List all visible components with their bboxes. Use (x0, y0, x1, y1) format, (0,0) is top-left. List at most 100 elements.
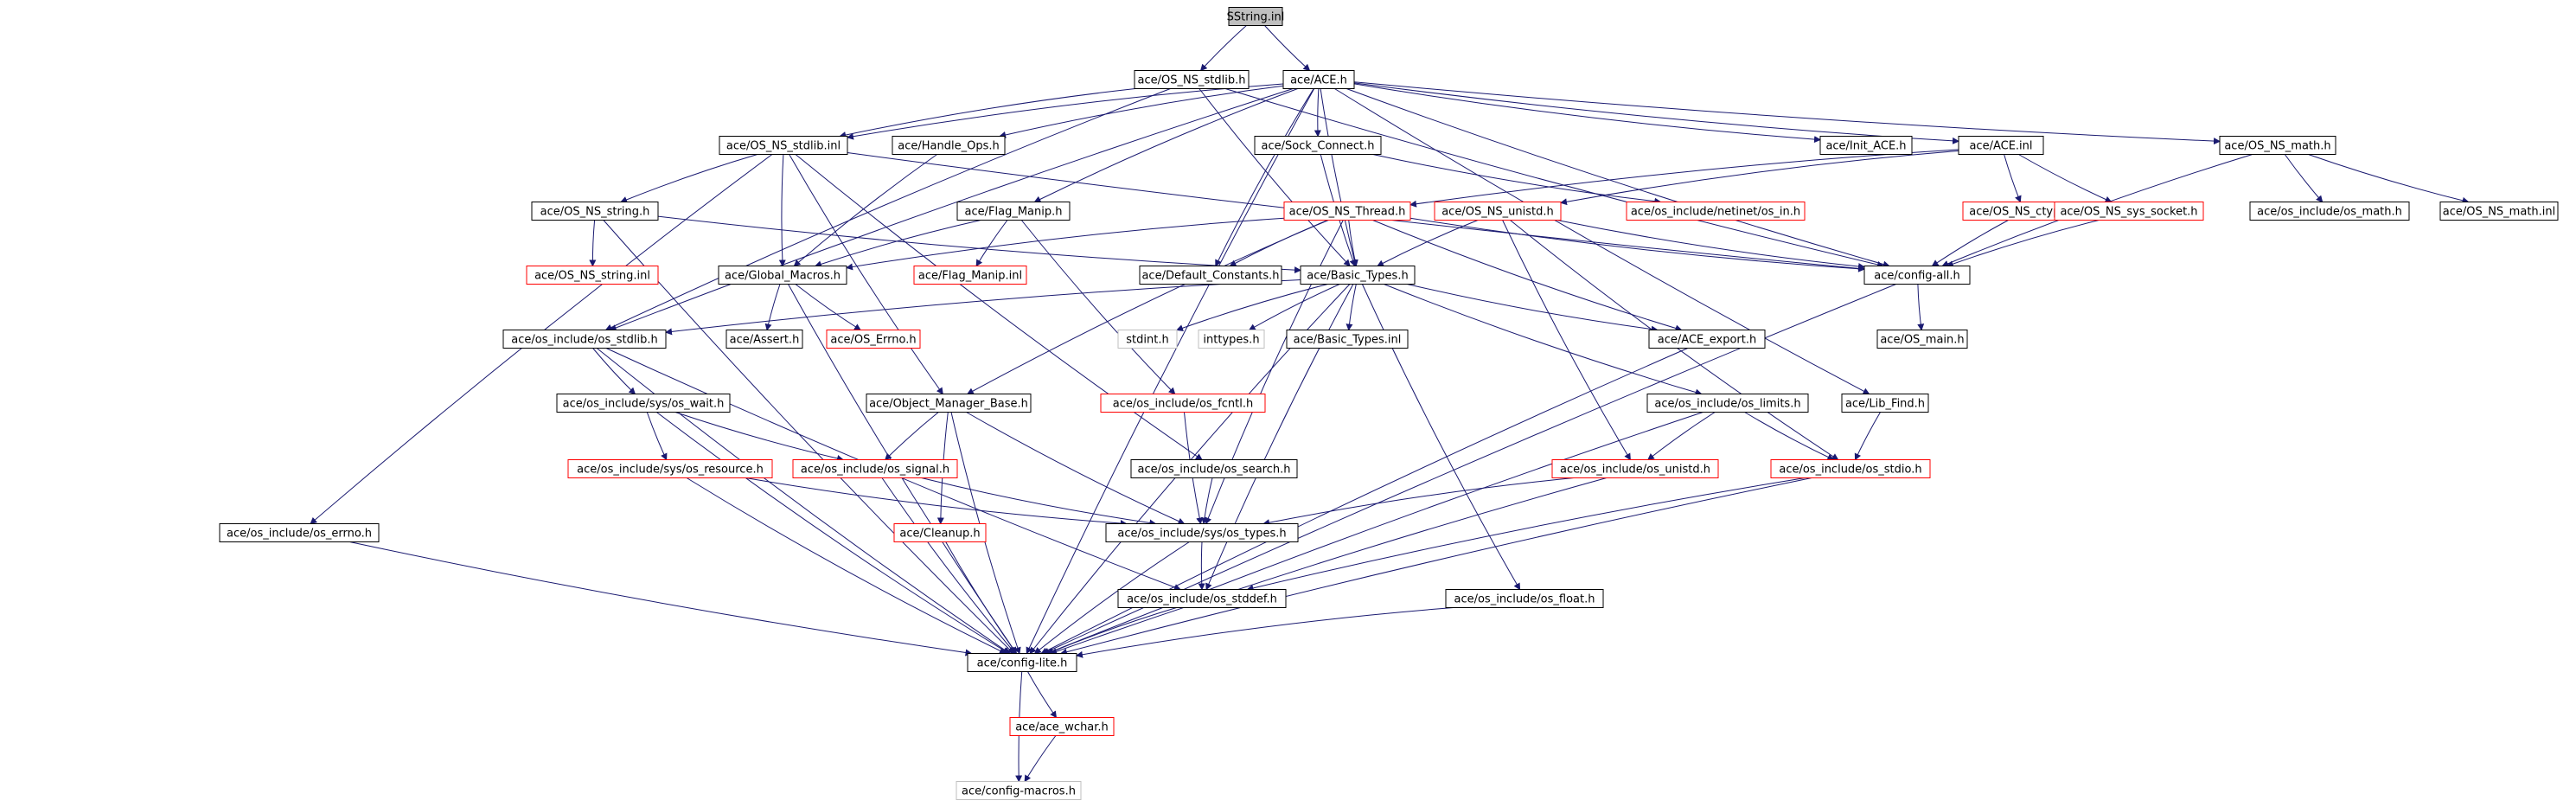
edge-ace_inl-to-os_ns_unistd_h (1560, 150, 1959, 206)
node-label: ace/os_include/os_signal.h (801, 464, 949, 477)
node-label: ace/OS_NS_math.inl (2443, 206, 2556, 219)
node-os_include_os_float_h[interactable]: ace/os_include/os_float.h (1445, 589, 1604, 608)
node-cleanup_h[interactable]: ace/Cleanup.h (893, 523, 987, 542)
node-os_include_os_fcntl_h[interactable]: ace/os_include/os_fcntl.h (1100, 394, 1266, 413)
node-box (1105, 523, 1299, 542)
edge-sstring_inl-to-os_ns_stdlib_h (1199, 25, 1247, 72)
node-os_include_os_limits_h[interactable]: ace/os_include/os_limits.h (1646, 394, 1809, 413)
node-lib_find_h[interactable]: ace/Lib_Find.h (1841, 394, 1929, 413)
node-ace_wchar_h[interactable]: ace/ace_wchar.h (1009, 717, 1115, 736)
node-box (792, 459, 958, 478)
edge-os_ns_stdlib_h-to-os_ns_stdlib_inl (839, 88, 1135, 138)
node-label: ace/ACE.h (1290, 74, 1347, 87)
node-os_ns_string_h[interactable]: ace/OS_NS_string.h (531, 202, 659, 221)
node-label: ace/os_include/netinet/os_in.h (1631, 206, 1800, 219)
node-basic_types_inl[interactable]: ace/Basic_Types.inl (1286, 330, 1409, 349)
edge-os_ns_stdlib_inl-to-global_macros_h (778, 154, 786, 267)
node-inttypes_h[interactable]: inttypes.h (1198, 330, 1265, 349)
edge-ace_h-to-ace_inl (1353, 82, 1959, 144)
edge-os_include_os_unistd_h-to-sys_os_types_h (1262, 477, 1574, 527)
node-os_ns_sys_socket_h[interactable]: ace/OS_NS_sys_socket.h (2054, 202, 2204, 221)
node-object_manager_base_h[interactable]: ace/Object_Manager_Base.h (866, 394, 1032, 413)
node-label: ace/os_include/sys/os_wait.h (563, 398, 725, 411)
node-label: ace/Object_Manager_Base.h (869, 398, 1028, 411)
node-box (719, 136, 848, 155)
nodes-layer: SString.inl ace/OS_NS_stdlib.h ace/ACE.h ac… (219, 7, 2559, 800)
node-os_include_os_errno_h[interactable]: ace/os_include/os_errno.h (219, 523, 380, 542)
edge-lib_find_h-to-os_include_os_stdio_h (1854, 412, 1881, 461)
node-flag_manip_inl[interactable]: ace/Flag_Manip.inl (913, 266, 1027, 285)
edge-os_ns_thread_h-to-object_manager_base_h (966, 220, 1329, 394)
node-box (1009, 717, 1115, 736)
edge-ace_h-to-sock_connect_h (1314, 88, 1321, 138)
node-os_errno_h_ace[interactable]: ace/OS_Errno.h (826, 330, 921, 349)
node-box (1286, 330, 1409, 349)
node-os_main_h[interactable]: ace/OS_main.h (1876, 330, 1968, 349)
node-config_all_h[interactable]: ace/config-all.h (1863, 266, 1971, 285)
node-label: ace/OS_NS_Thread.h (1289, 206, 1406, 219)
node-global_macros_h[interactable]: ace/Global_Macros.h (718, 266, 847, 285)
node-flag_manip_h[interactable]: ace/Flag_Manip.h (956, 202, 1071, 221)
edge-os_include_os_signal_h-to-sys_os_types_h (921, 477, 1157, 527)
node-label: ace/OS_NS_stdlib.h (1138, 74, 1246, 87)
node-sys_os_types_h[interactable]: ace/os_include/sys/os_types.h (1105, 523, 1299, 542)
node-box (526, 266, 659, 285)
node-os_include_os_search_h[interactable]: ace/os_include/os_search.h (1130, 459, 1298, 478)
node-os_ns_string_inl[interactable]: ace/OS_NS_string.inl (526, 266, 659, 285)
node-label: ace/Cleanup.h (899, 528, 980, 541)
node-os_include_os_stdio_h[interactable]: ace/os_include/os_stdio.h (1770, 459, 1931, 478)
node-os_ns_math_h[interactable]: ace/OS_NS_math.h (2219, 136, 2336, 155)
node-sys_os_wait_h[interactable]: ace/os_include/sys/os_wait.h (556, 394, 731, 413)
edge-sys_os_wait_h-to-os_include_os_signal_h (674, 412, 844, 462)
node-config_lite_h[interactable]: ace/config-lite.h (967, 653, 1077, 672)
node-sock_connect_h[interactable]: ace/Sock_Connect.h (1254, 136, 1382, 155)
node-netinet_os_in_h[interactable]: ace/os_include/netinet/os_in.h (1626, 202, 1806, 221)
node-os_include_os_math_h[interactable]: ace/os_include/os_math.h (2249, 202, 2410, 221)
node-box (2054, 202, 2204, 221)
node-ace_h[interactable]: ace/ACE.h (1282, 70, 1355, 89)
node-label: ace/Flag_Manip.h (965, 206, 1063, 219)
node-box (1958, 136, 2044, 155)
node-box (1134, 70, 1250, 89)
edge-ace_h-to-flag_manip_h (1033, 88, 1298, 203)
node-sstring_inl[interactable]: SString.inl (1227, 7, 1285, 26)
edge-os_include_os_limits_h-to-os_include_os_stdio_h (1744, 412, 1835, 461)
node-handle_ops_h[interactable]: ace/Handle_Ops.h (892, 136, 1006, 155)
node-init_ace_h[interactable]: ace/Init_ACE.h (1819, 136, 1913, 155)
node-label: ace/os_include/sys/os_types.h (1117, 528, 1286, 541)
edge-global_macros_h-to-os_errno_h_ace (795, 284, 861, 331)
node-label: ace/os_include/os_search.h (1138, 464, 1291, 477)
node-stdint_h[interactable]: stdint.h (1117, 330, 1178, 349)
node-box (556, 394, 731, 413)
node-box (1282, 70, 1355, 89)
node-assert_h[interactable]: ace/Assert.h (725, 330, 803, 349)
node-basic_types_h[interactable]: ace/Basic_Types.h (1300, 266, 1416, 285)
node-label: ace/ace_wchar.h (1015, 721, 1109, 734)
edge-object_manager_base_h-to-sys_os_types_h (966, 412, 1186, 525)
node-label: ace/Init_ACE.h (1825, 140, 1906, 153)
node-os_include_os_stddef_h[interactable]: ace/os_include/os_stddef.h (1117, 589, 1287, 608)
node-sys_os_resource_h[interactable]: ace/os_include/sys/os_resource.h (567, 459, 773, 478)
node-label: ace/OS_Errno.h (830, 334, 916, 347)
node-box (1254, 136, 1382, 155)
node-os_include_os_unistd_h[interactable]: ace/os_include/os_unistd.h (1551, 459, 1719, 478)
edge-os_ns_math_h-to-os_include_os_math_h (2284, 154, 2324, 203)
edge-sock_connect_h-to-netinet_os_in_h (1372, 154, 1662, 205)
node-box (1770, 459, 1931, 478)
node-box (956, 781, 1082, 800)
node-os_ns_math_inl[interactable]: ace/OS_NS_math.inl (2439, 202, 2559, 221)
node-os_include_os_stdlib_h[interactable]: ace/os_include/os_stdlib.h (502, 330, 667, 349)
node-ace_export_h[interactable]: ace/ACE_export.h (1648, 330, 1766, 349)
node-box (1117, 330, 1178, 349)
node-default_constants_h[interactable]: ace/Default_Constants.h (1139, 266, 1282, 285)
node-os_ns_stdlib_h[interactable]: ace/OS_NS_stdlib.h (1134, 70, 1250, 89)
edge-os_ns_thread_h-to-sys_os_types_h (1205, 220, 1344, 525)
node-box (2219, 136, 2336, 155)
node-config_macros_h[interactable]: ace/config-macros.h (956, 781, 1082, 800)
node-os_include_os_signal_h[interactable]: ace/os_include/os_signal.h (792, 459, 958, 478)
node-ace_inl[interactable]: ace/ACE.inl (1958, 136, 2044, 155)
node-os_ns_ctype_h[interactable]: ace/OS_NS_ctype.h (1962, 202, 2085, 221)
node-os_ns_stdlib_inl[interactable]: ace/OS_NS_stdlib.inl (719, 136, 848, 155)
node-os_ns_unistd_h[interactable]: ace/OS_NS_unistd.h (1434, 202, 1562, 221)
node-os_ns_thread_h[interactable]: ace/OS_NS_Thread.h (1283, 202, 1411, 221)
